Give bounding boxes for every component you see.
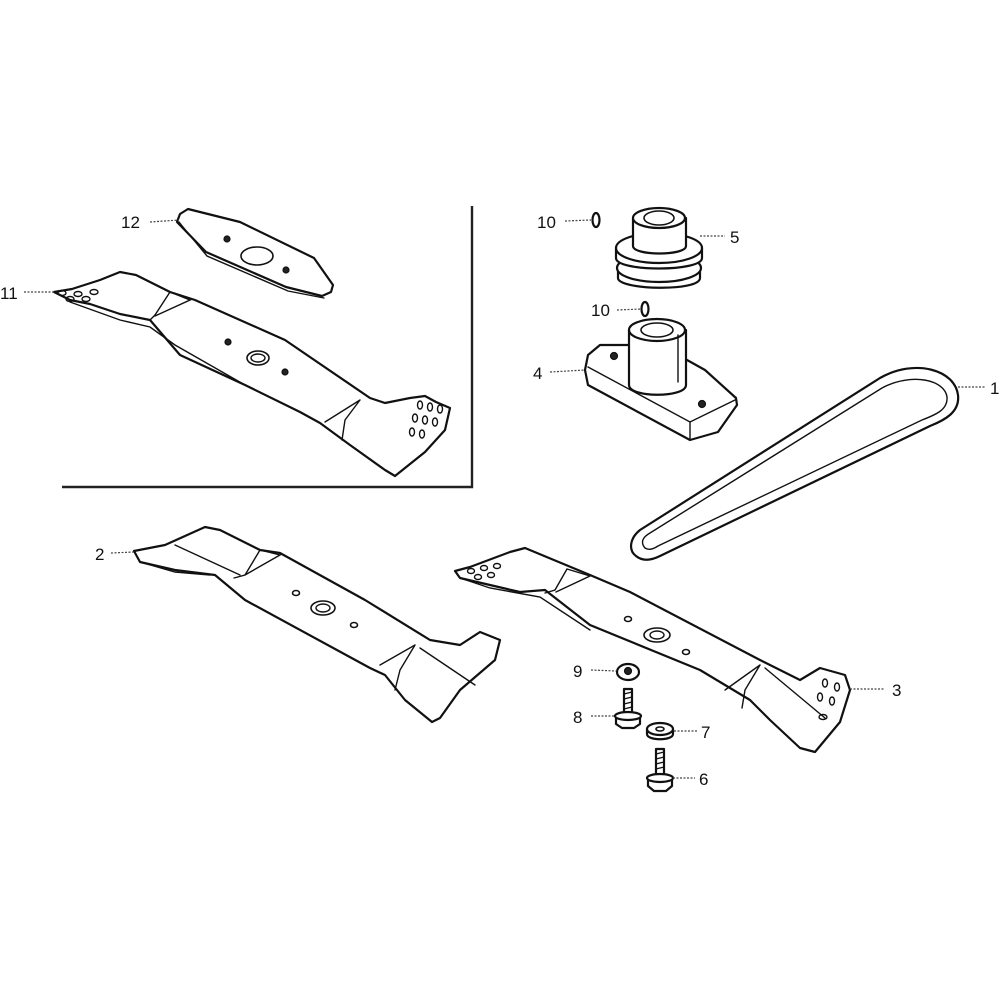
callout-10-upper: 10 bbox=[537, 213, 556, 232]
callout-12: 12 bbox=[121, 213, 140, 232]
part-6-bolt-long[interactable] bbox=[645, 747, 675, 793]
part-4-blade-holder[interactable] bbox=[583, 317, 739, 442]
part-7-bolt-short[interactable] bbox=[613, 687, 643, 730]
callout-9: 9 bbox=[573, 662, 583, 681]
callout-11: 11 bbox=[0, 284, 18, 303]
part-3-blade-mulching[interactable] bbox=[453, 546, 852, 754]
callout-6: 6 bbox=[699, 770, 709, 789]
part-8-washer[interactable] bbox=[645, 721, 675, 741]
callout-7: 8 bbox=[573, 708, 583, 727]
part-10-key-upper[interactable] bbox=[591, 211, 601, 229]
callout-8: 7 bbox=[701, 723, 711, 742]
leader-lines bbox=[24, 219, 985, 779]
part-5-pulley[interactable] bbox=[614, 206, 704, 289]
part-9-nut[interactable] bbox=[615, 662, 641, 682]
callout-3: 3 bbox=[892, 681, 902, 700]
part-12-stiffener-plate[interactable] bbox=[175, 207, 335, 299]
callout-1: 1 bbox=[990, 379, 1000, 398]
part-2-blade-standard[interactable] bbox=[132, 525, 502, 724]
callout-4: 4 bbox=[533, 364, 543, 383]
callout-5: 5 bbox=[730, 228, 740, 247]
callout-10-lower: 10 bbox=[591, 301, 610, 320]
part-10-key-lower[interactable] bbox=[640, 300, 650, 318]
callout-2: 2 bbox=[95, 545, 105, 564]
part-1-v-belt[interactable] bbox=[630, 366, 960, 561]
part-11-blade-inset[interactable] bbox=[52, 270, 452, 478]
inset-frame bbox=[62, 206, 474, 489]
